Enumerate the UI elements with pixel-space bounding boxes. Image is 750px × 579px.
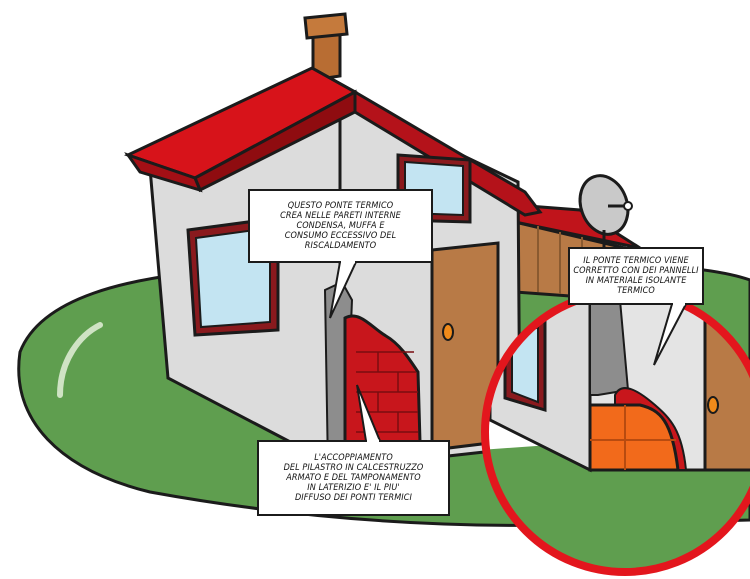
callout-line: RISCALDAMENTO xyxy=(304,241,377,251)
callout-line: CREA NELLE PARETI INTERNE xyxy=(280,211,401,221)
speech-bubble-top xyxy=(248,189,433,319)
callout-line: TERMICO xyxy=(617,286,655,296)
speech-bubble-right xyxy=(568,247,704,366)
callout-line: DIFFUSO DEI PONTI TERMICI xyxy=(294,493,413,503)
callout-line: CORRETTO CON DEI PANNELLI xyxy=(573,266,699,276)
callout-line: L'ACCOPPIAMENTO xyxy=(314,453,393,463)
callout-line: IN MATERIALE ISOLANTE xyxy=(585,276,687,286)
satellite-dish xyxy=(578,174,633,248)
callout-line: CONSUMO ECCESSIVO DEL xyxy=(284,231,397,241)
callout-line: QUESTO PONTE TERMICO xyxy=(287,201,394,211)
callout-insulation-fix: IL PONTE TERMICO VIENE CORRETTO CON DEI … xyxy=(569,248,703,304)
callout-pillar-brick-junction: L'ACCOPPIAMENTO DEL PILASTRO IN CALCESTR… xyxy=(258,441,449,515)
callout-line: IL PONTE TERMICO VIENE xyxy=(583,256,689,266)
callout-line: DEL PILASTRO IN CALCESTRUZZO xyxy=(283,463,424,473)
chimney xyxy=(303,12,349,82)
speech-bubble-bottom xyxy=(257,384,450,516)
magnifier-detail xyxy=(481,288,750,576)
house-roof xyxy=(124,66,543,217)
callout-line: IN LATERIZIO E' IL PIU' xyxy=(307,483,400,493)
callout-line: CONDENSA, MUFFA E xyxy=(296,221,385,231)
callout-line: ARMATO E DEL TAMPONAMENTO xyxy=(286,473,421,483)
callout-thermal-bridge-effects: QUESTO PONTE TERMICO CREA NELLE PARETI I… xyxy=(249,190,432,262)
